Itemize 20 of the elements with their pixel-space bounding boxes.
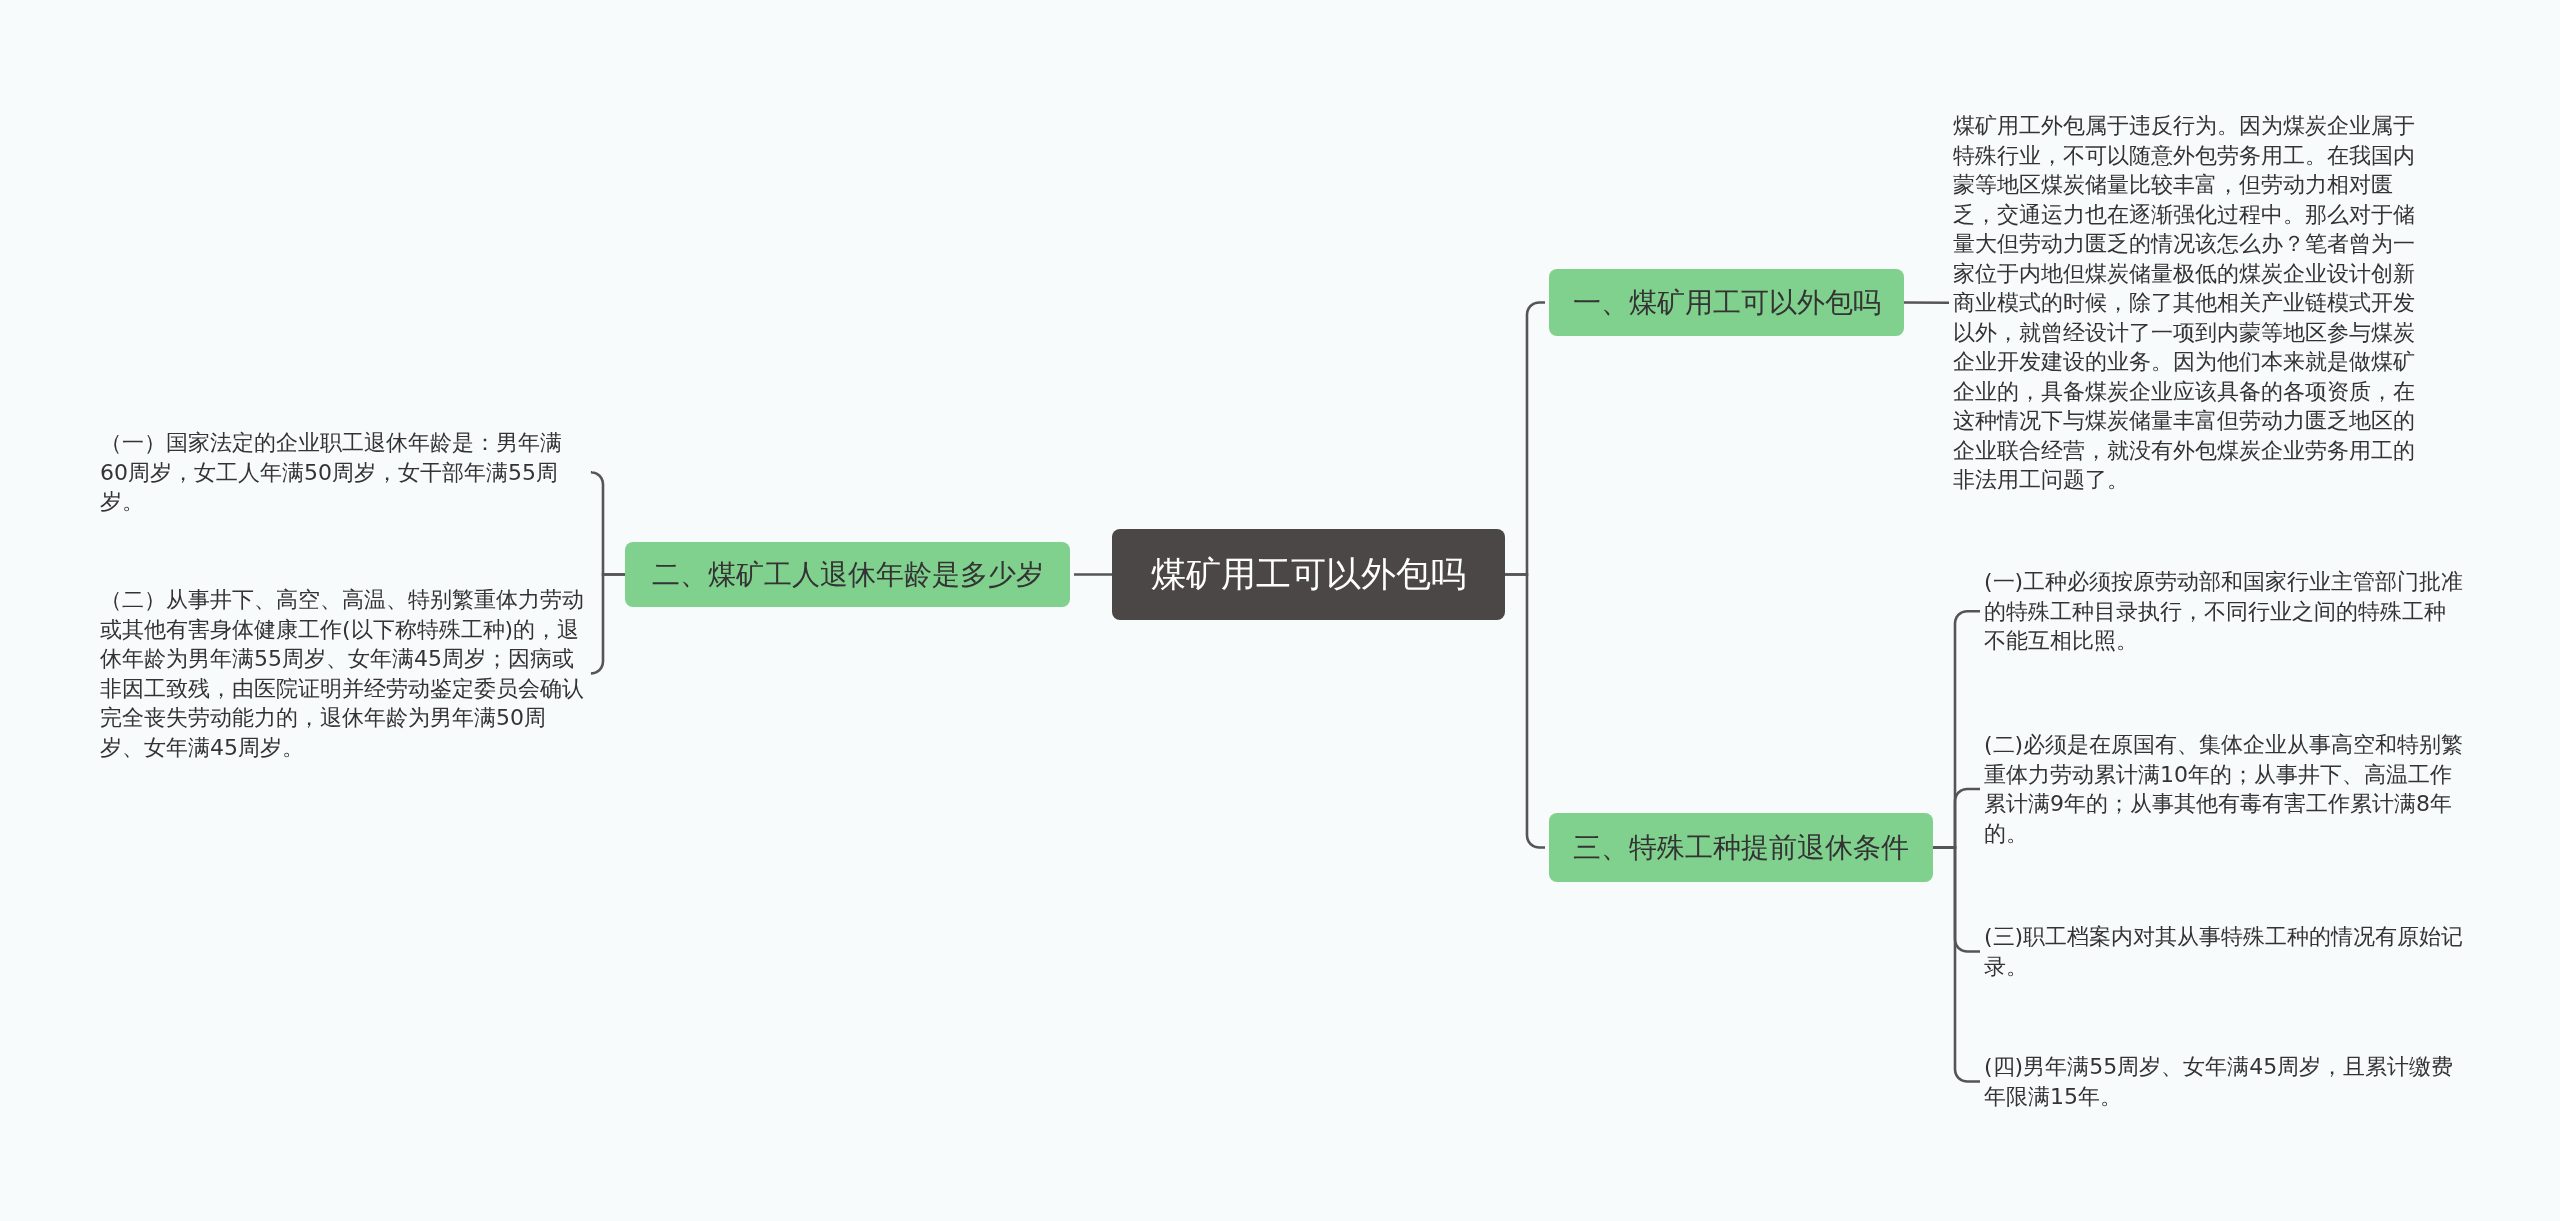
topic-text: 一、煤矿用工可以外包吗 (1572, 284, 1881, 321)
paragraph-text: (一)工种必须按原劳动部和国家行业主管部门批准的特殊工种目录执行，不同行业之间的特殊工种不能互相比照。 (1984, 568, 2464, 655)
connector-line (1933, 846, 1980, 1083)
paragraph-text: (三)职工档案内对其从事特殊工种的情况有原始记录。 (1984, 923, 2464, 981)
topic-box (1549, 269, 1904, 336)
connector-line (1505, 573, 1545, 849)
paragraph-text: 煤矿用工外包属于违反行为。因为煤炭企业属于特殊行业，不可以随意外包劳务用工。在我国内蒙等地区煤炭储量比较丰富，但劳动力相对匮乏，交通运力也在逐渐强化过程中。那么对于储量大但劳动力匮乏的情况该怎么办？笔者曾为一家位于内地但煤炭储量极低的煤炭企业设计创新商业模式的时候，除了其他相关产业链模式开发以外，就曾经设计了一项到内蒙等地区参与煤炭企业开发建设的业务。因为他们本来就是做煤矿企业的，具备煤炭企业应该具备的各项资质，在这种情况下与煤炭储量丰富但劳动力匮乏地区的企业联合经营，就没有外包煤炭企业劳务用工的非法用工问题了。 (1953, 112, 2416, 494)
central-topic-box (1112, 529, 1505, 620)
connector-line (1904, 301, 1949, 305)
paragraph-text: （一）国家法定的企业职工退休年龄是：男年满60周岁，女工人年满50周岁，女干部年满55周岁。 (100, 429, 563, 516)
topic-text: 三、特殊工种提前退休条件 (1573, 829, 1909, 866)
topic-box (625, 542, 1070, 607)
topic-text: 二、煤矿工人退休年龄是多少岁 (651, 556, 1044, 593)
connector-line (1074, 573, 1112, 576)
paragraph-text: (二)必须是在原国有、集体企业从事高空和特别繁重体力劳动累计满10年的；从事井下、高温工作累计满9年的；从事其他有毒有害工作累计满8年的。 (1984, 731, 2464, 848)
paragraph-text: （二）从事井下、高空、高温、特别繁重体力劳动或其他有害身体健康工作(以下称特殊工种)的，退休年龄为男年满55周岁、女年满45周岁；因病或非因工致残，由医院证明并经劳动鉴定委员会确认完全丧失劳动能力的，退休年龄为男年满50周岁、女年满45周岁。 (100, 586, 585, 762)
paragraph-text: (四)男年满55周岁、女年满45周岁，且累计缴费年限满15年。 (1984, 1053, 2455, 1111)
topic-box (1549, 813, 1933, 882)
topic-text: 煤矿用工可以外包吗 (1151, 553, 1466, 596)
connector-line (589, 573, 625, 675)
